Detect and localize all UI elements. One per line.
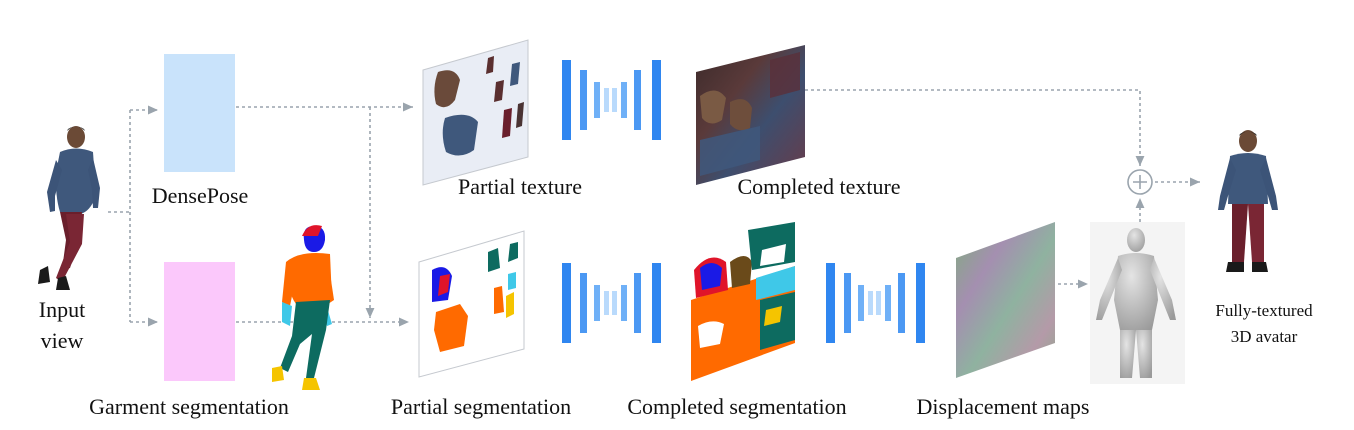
garment-segmentation-figure: [272, 225, 334, 390]
completed-texture-panel: [696, 45, 805, 185]
partial-texture-panel: [422, 39, 529, 186]
displacement-maps-label: Displacement maps: [916, 394, 1090, 419]
displacement-maps-panel: [956, 222, 1055, 378]
densepose-label: DensePose: [151, 183, 249, 208]
avatar-label-line1: Fully-textured: [1215, 301, 1313, 320]
input-split-connector: [108, 110, 131, 322]
densepose-box: [164, 54, 235, 172]
input-view-label-line2: view: [40, 328, 84, 353]
add-operator-icon: [1127, 169, 1153, 195]
avatar-label-line2: 3D avatar: [1230, 327, 1298, 346]
connector-completed-texture-to-plus: [805, 89, 1145, 166]
completed-segmentation-label: Completed segmentation: [627, 394, 847, 419]
completed-segmentation-panel: [691, 222, 795, 381]
partial-texture-label: Partial texture: [457, 174, 583, 199]
unet-segmentation: [562, 263, 661, 343]
completed-texture-label: Completed texture: [737, 174, 901, 199]
partial-segmentation-panel: [418, 230, 525, 378]
unet-displacement: [826, 263, 925, 343]
input-view-label-line1: Input: [38, 297, 86, 322]
partial-segmentation-label: Partial segmentation: [390, 394, 572, 419]
input-view-figure: [38, 126, 100, 290]
untextured-body-figure: [1090, 222, 1185, 384]
garment-segmentation-label: Garment segmentation: [89, 394, 289, 419]
segmentation-box: [164, 262, 235, 381]
textured-avatar-figure: [1218, 130, 1278, 272]
unet-texture: [562, 60, 661, 140]
